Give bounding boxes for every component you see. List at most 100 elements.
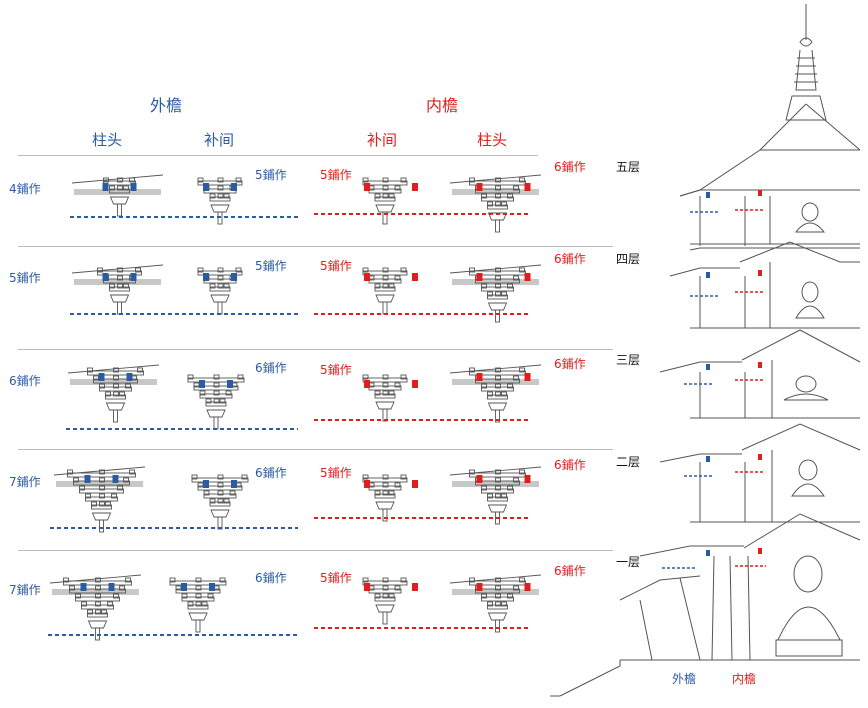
- inner-marker: [524, 273, 531, 281]
- bracket-set-svg: [362, 577, 418, 625]
- bracket-block: [223, 498, 230, 504]
- bracket-block: [501, 391, 507, 397]
- bracket-block: [495, 585, 501, 591]
- bracket-cap-block: [87, 620, 108, 629]
- bracket-arm: [362, 580, 408, 586]
- bracket-block: [495, 477, 501, 483]
- bracket-block: [137, 367, 143, 373]
- bracket-block: [495, 493, 501, 499]
- row4-outer-bujian-label: 6鋪作: [255, 466, 287, 480]
- bracket-block: [469, 469, 475, 475]
- bracket-block: [400, 177, 407, 183]
- bracket-arm: [67, 472, 136, 478]
- bracket-block: [400, 374, 407, 380]
- bracket-block: [99, 485, 105, 491]
- bracket-block: [95, 577, 101, 583]
- bracket-block: [105, 391, 111, 397]
- bracket-arm: [85, 496, 118, 502]
- row3-inner-zhutou-label: 6鋪作: [554, 357, 586, 371]
- bracket-arm: [362, 477, 408, 483]
- outer-marker: [227, 380, 233, 388]
- bracket-block: [123, 185, 129, 191]
- bracket-block: [195, 585, 202, 591]
- bracket-block: [394, 482, 401, 488]
- bracket-block: [119, 391, 125, 397]
- bracket-block: [382, 482, 389, 488]
- row5-outer-bujian-label: 6鋪作: [255, 571, 287, 585]
- row3-floor-label: 三层: [616, 353, 641, 367]
- bracket-block: [123, 477, 129, 483]
- bracket-block: [382, 382, 389, 388]
- bracket-post: [495, 619, 500, 633]
- bracket-post: [113, 409, 118, 423]
- bracket-drawing-inner-zhutou: [448, 165, 543, 243]
- bracket-block: [394, 275, 401, 281]
- beam-section: [74, 189, 161, 195]
- bracket-drawing-inner-bujian: [345, 462, 425, 540]
- bracket-drawing-inner-bujian: [345, 165, 425, 243]
- bracket-block: [495, 367, 501, 373]
- bracket-block: [107, 601, 113, 607]
- inner-marker: [476, 475, 483, 483]
- bracket-cap-block: [375, 204, 395, 213]
- bracket-arm: [187, 377, 245, 383]
- bracket-post: [99, 519, 104, 533]
- bracket-arm: [481, 488, 514, 494]
- bracket-block: [519, 469, 525, 475]
- bracket-block: [225, 390, 232, 396]
- bracket-block: [117, 267, 123, 273]
- inner-marker: [412, 273, 418, 281]
- bracket-arm: [209, 286, 231, 292]
- bracket-block: [187, 374, 194, 380]
- bracket-block: [109, 283, 115, 289]
- bracket-drawing-outer-bujian: [158, 565, 238, 643]
- bracket-arm: [87, 370, 144, 376]
- bracket-arm: [63, 580, 132, 586]
- bracket-arm: [169, 580, 227, 586]
- bracket-arm: [475, 588, 520, 594]
- bracket-arm: [374, 393, 396, 399]
- row5-inner-zhutou-label: 6鋪作: [554, 564, 586, 578]
- bracket-block: [235, 177, 242, 183]
- bracket-arm: [75, 596, 120, 602]
- row2-inner-zhutou-label: 6鋪作: [554, 252, 586, 266]
- bracket-block: [99, 493, 105, 499]
- rafter-line: [67, 364, 160, 374]
- bracket-block: [495, 201, 501, 207]
- bracket-block: [382, 593, 389, 599]
- bracket-block: [495, 177, 501, 183]
- bracket-block: [217, 177, 224, 183]
- outer-marker: [102, 183, 109, 191]
- pagoda-outer-marker: [706, 364, 710, 370]
- bracket-block: [223, 193, 230, 199]
- inner-marker: [364, 183, 370, 191]
- bracket-drawing-inner-zhutou: [448, 355, 543, 433]
- bracket-block: [213, 398, 220, 404]
- inner-zhutou-header: 柱头: [477, 131, 508, 149]
- bracket-arm: [209, 501, 231, 507]
- rafter-line: [449, 264, 542, 274]
- bracket-cap-block: [91, 512, 112, 521]
- bracket-arm: [374, 596, 396, 602]
- bracket-block: [487, 201, 493, 207]
- rafter-line: [49, 574, 142, 584]
- bracket-block: [382, 577, 389, 583]
- bracket-block: [481, 383, 487, 389]
- bracket-cap-block: [375, 501, 395, 510]
- bracket-set-svg: [197, 267, 243, 315]
- bracket-drawing-inner-bujian: [345, 255, 425, 333]
- bracket-block: [487, 601, 493, 607]
- bracket-cap-block: [487, 612, 508, 621]
- bracket-set-svg: [449, 574, 542, 633]
- bracket-block: [382, 474, 389, 480]
- bracket-block: [469, 367, 475, 373]
- bracket-block: [99, 501, 105, 507]
- bracket-block: [388, 390, 395, 396]
- inner-marker: [364, 583, 370, 591]
- bracket-block: [374, 490, 381, 496]
- bracket-block: [495, 601, 501, 607]
- bracket-block: [191, 474, 198, 480]
- bracket-block: [117, 485, 123, 491]
- bracket-set-svg: [362, 474, 418, 522]
- beam-section: [452, 279, 539, 285]
